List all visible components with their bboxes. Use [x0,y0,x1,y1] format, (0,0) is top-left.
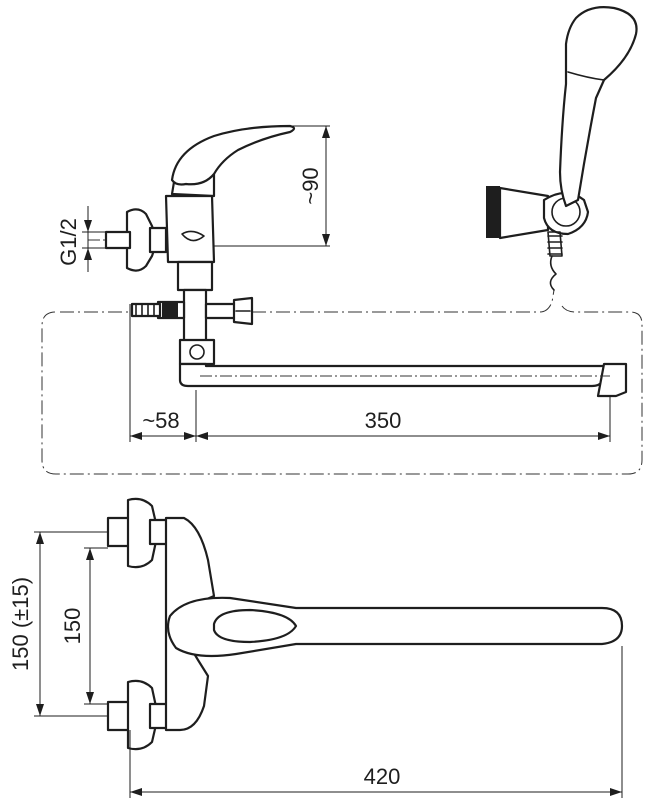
label-height-90: ~90 [298,167,323,204]
diverter [130,296,254,326]
label-offset-58: ~58 [142,408,179,433]
top-eccentric-lower [106,679,170,751]
dimension-thread: G1/2 [56,206,110,272]
lever-handle [170,124,296,186]
label-inlet-150-tol: 150 (±15) [8,577,33,671]
dimension-150: 150 [60,547,108,705]
label-length-420: 420 [364,764,401,789]
top-eccentric-upper [106,497,170,569]
spout [178,362,612,388]
top-lever-oval [212,608,298,644]
eccentric-connector [104,208,168,272]
label-thread: G1/2 [56,218,81,266]
installation-outline [41,289,643,475]
dimension-spout: ~58 350 [129,304,611,442]
spout-swivel [178,338,216,366]
dimension-420: 420 [129,646,623,798]
label-spout-350: 350 [365,408,402,433]
top-spout [166,596,624,658]
shower-holder [486,186,590,291]
label-inlet-150: 150 [60,608,85,645]
dimension-150-tol: 150 (±15) [8,531,108,717]
dimension-90: ~90 [214,125,330,247]
hand-shower [558,6,638,208]
side-view: ~90 G1/2 ~58 350 [41,6,643,475]
top-view: 150 150 (±15) 420 [8,497,624,798]
